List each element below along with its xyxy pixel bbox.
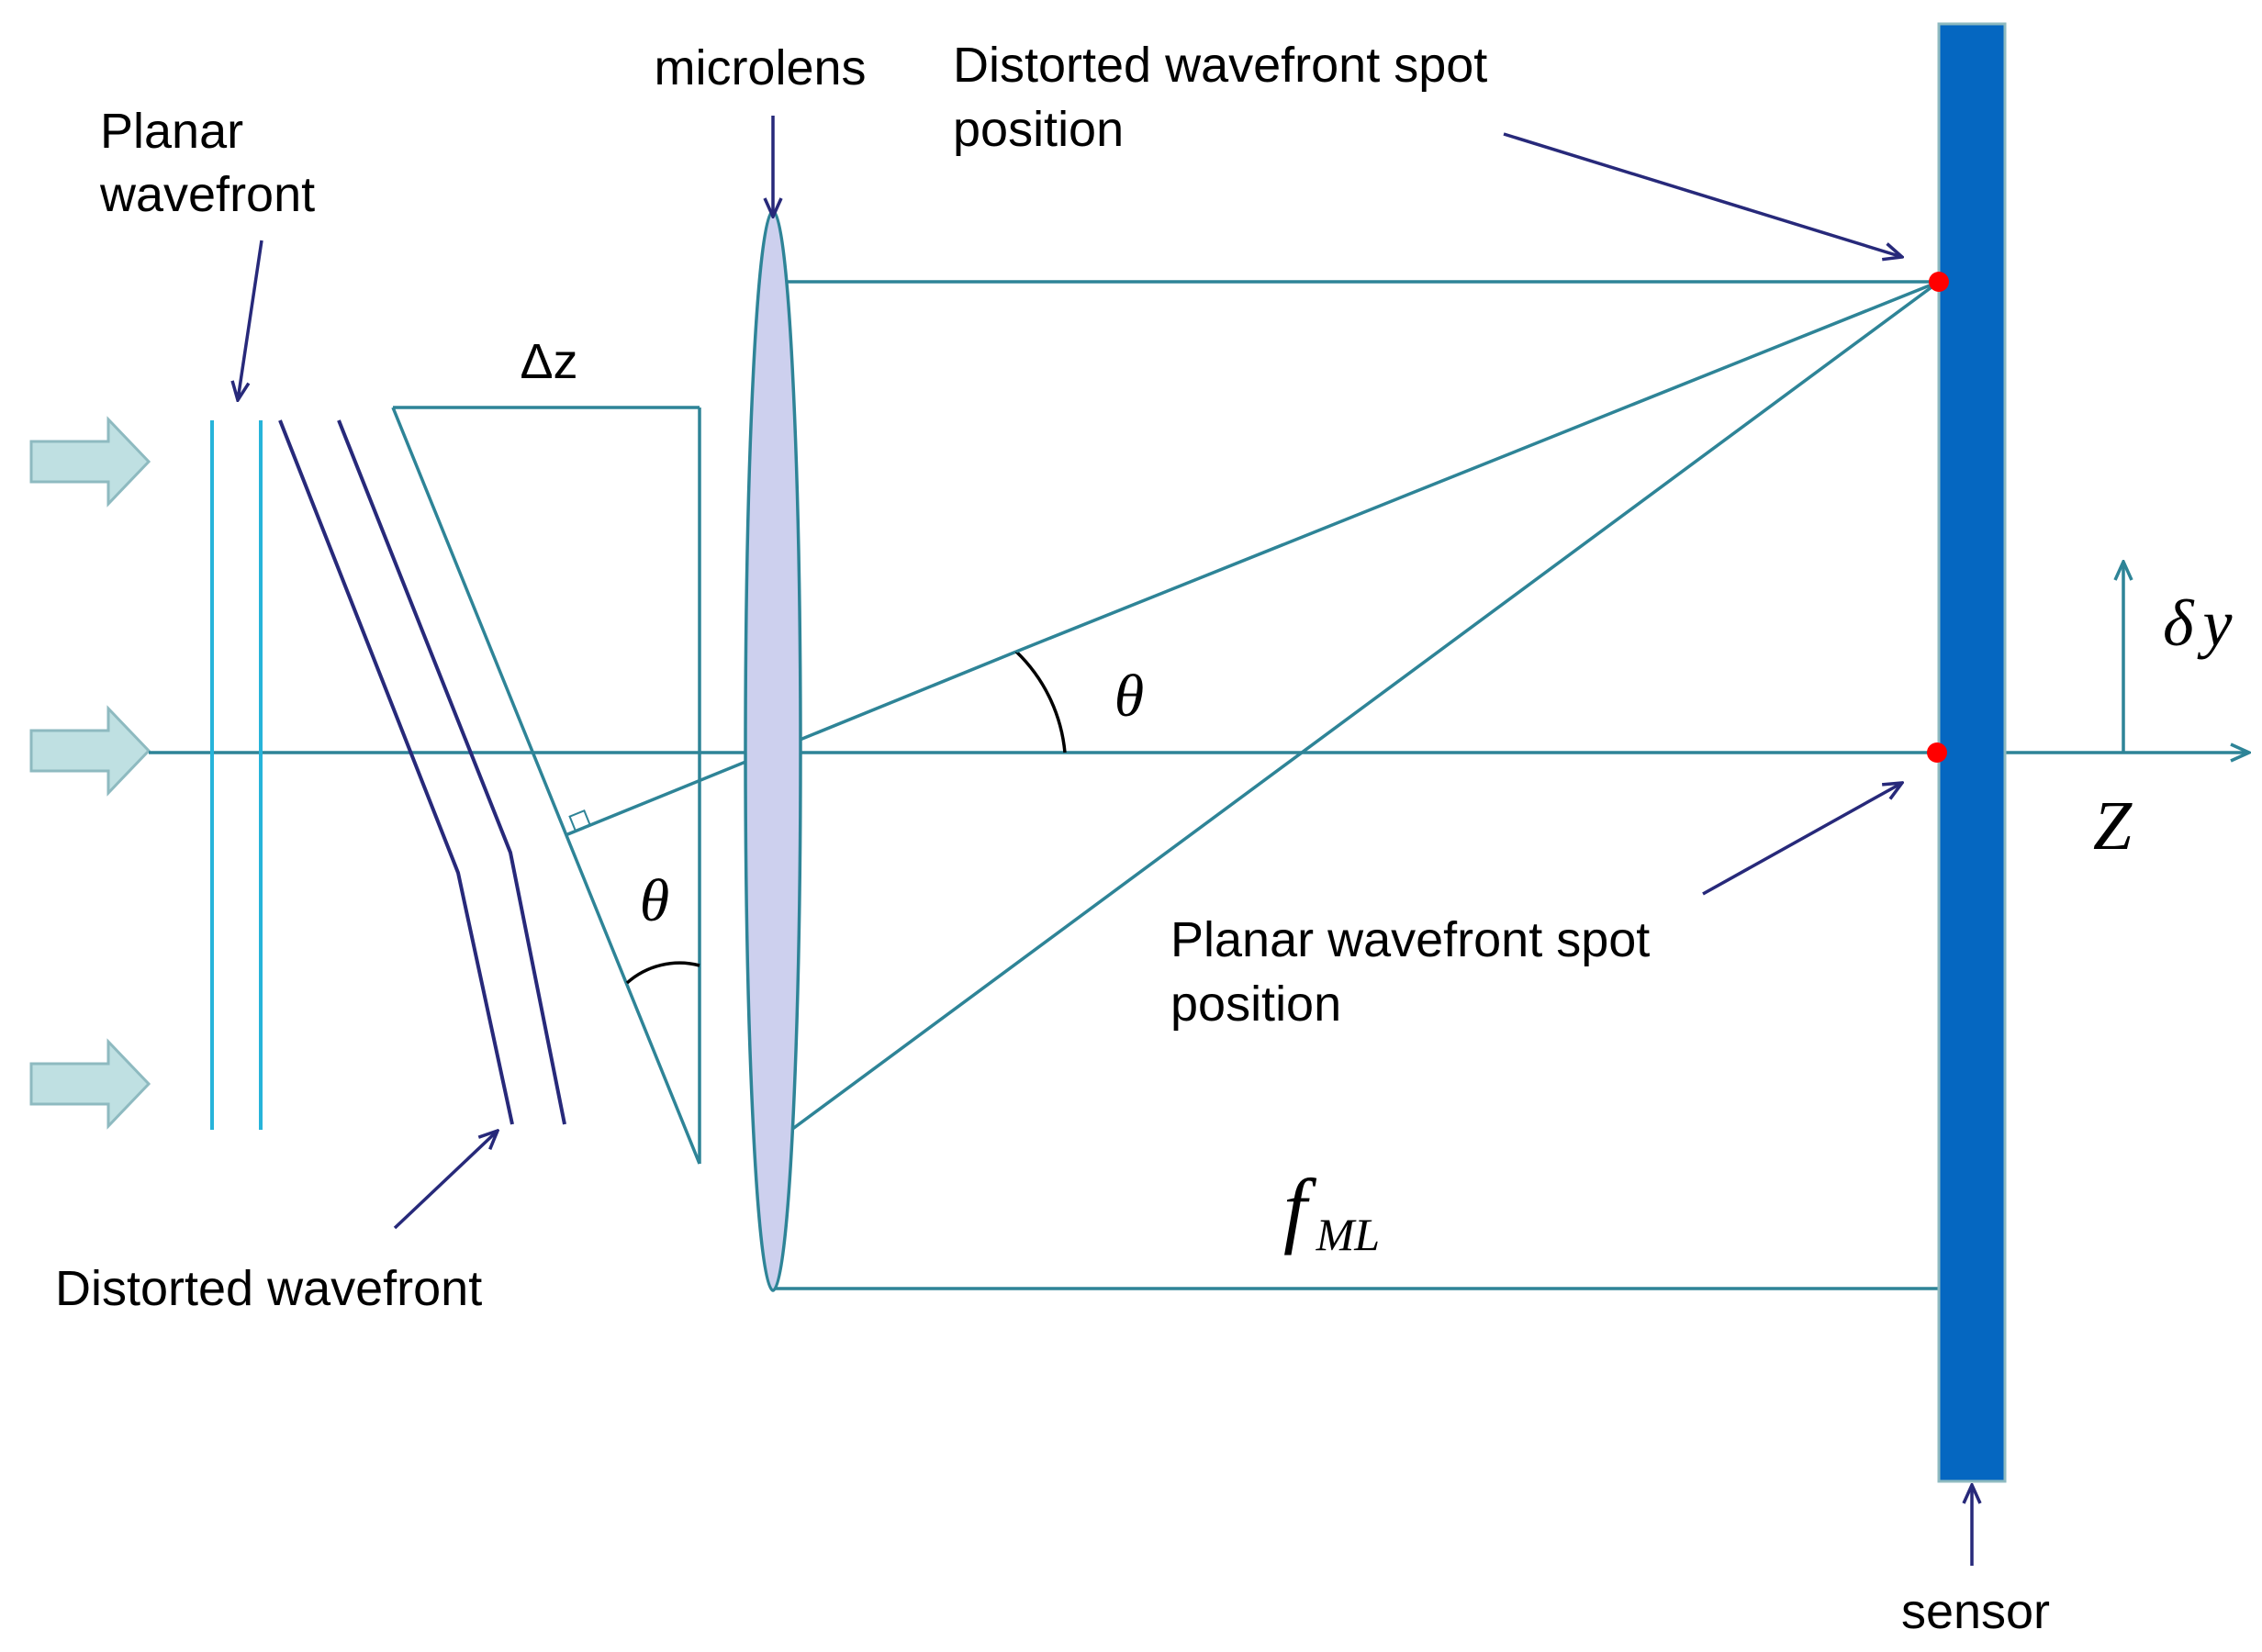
theta-lower-label: θ bbox=[640, 867, 669, 934]
angle-arcs bbox=[625, 650, 1067, 985]
angle-arc-lower bbox=[625, 961, 700, 985]
distorted-wavefront-label: Distorted wavefront bbox=[55, 1261, 482, 1316]
sensor-label: sensor bbox=[1901, 1584, 2050, 1639]
input-arrows bbox=[29, 416, 151, 1130]
distorted-wavefront-lines bbox=[278, 419, 566, 1125]
z-axis-label: Z bbox=[2093, 787, 2133, 865]
planar-spot-label-line1: Planar wavefront spot bbox=[1170, 912, 1650, 967]
distorted-wavefront-line bbox=[278, 419, 514, 1125]
distorted-spot-red-dot-icon bbox=[1929, 272, 1949, 292]
distorted-wavefront-line bbox=[337, 419, 566, 1125]
microlens-label: microlens bbox=[654, 40, 866, 95]
theta-upper-label: θ bbox=[1114, 663, 1144, 730]
delta-z-label: Δz bbox=[520, 334, 577, 389]
distorted-wavefront-pointer bbox=[393, 1131, 498, 1230]
tilt-geometry bbox=[391, 406, 1017, 1165]
planar-wavefront-label-line2: wavefront bbox=[99, 167, 315, 222]
distorted-spot-label-line2: position bbox=[953, 102, 1124, 157]
ray-chief bbox=[1015, 280, 1940, 653]
planar-spot-pointer bbox=[1702, 783, 1902, 896]
ray-bottom-diagonal bbox=[786, 280, 1941, 1134]
planar-spot-red-dot-icon bbox=[1927, 742, 1947, 763]
annotation-arrows bbox=[238, 116, 1972, 1566]
microlens bbox=[744, 209, 802, 1292]
angle-arc-upper bbox=[1014, 650, 1067, 753]
block-arrow-right-icon bbox=[29, 705, 151, 797]
delta-symbol: δ bbox=[2163, 586, 2195, 660]
planar-wavefront-pointer bbox=[238, 240, 263, 400]
planar-wavefront-label-line1: Planar bbox=[100, 104, 243, 159]
block-arrow-right-icon bbox=[29, 416, 151, 508]
planar-spot-label-line2: position bbox=[1170, 977, 1341, 1032]
right-angle-mark bbox=[568, 809, 591, 832]
rays bbox=[774, 280, 1941, 1290]
tilted-wavefront-line bbox=[391, 407, 701, 1165]
planar-wavefront-lines bbox=[210, 420, 263, 1130]
distorted-spot-pointer bbox=[1503, 132, 1902, 257]
f-symbol: f bbox=[1283, 1162, 1317, 1256]
ml-subscript: ML bbox=[1316, 1209, 1380, 1260]
block-arrow-right-icon bbox=[29, 1038, 151, 1130]
sensor bbox=[1937, 22, 2007, 1483]
y-symbol: y bbox=[2196, 586, 2232, 660]
distorted-spot-label-line1: Distorted wavefront spot bbox=[953, 38, 1487, 93]
